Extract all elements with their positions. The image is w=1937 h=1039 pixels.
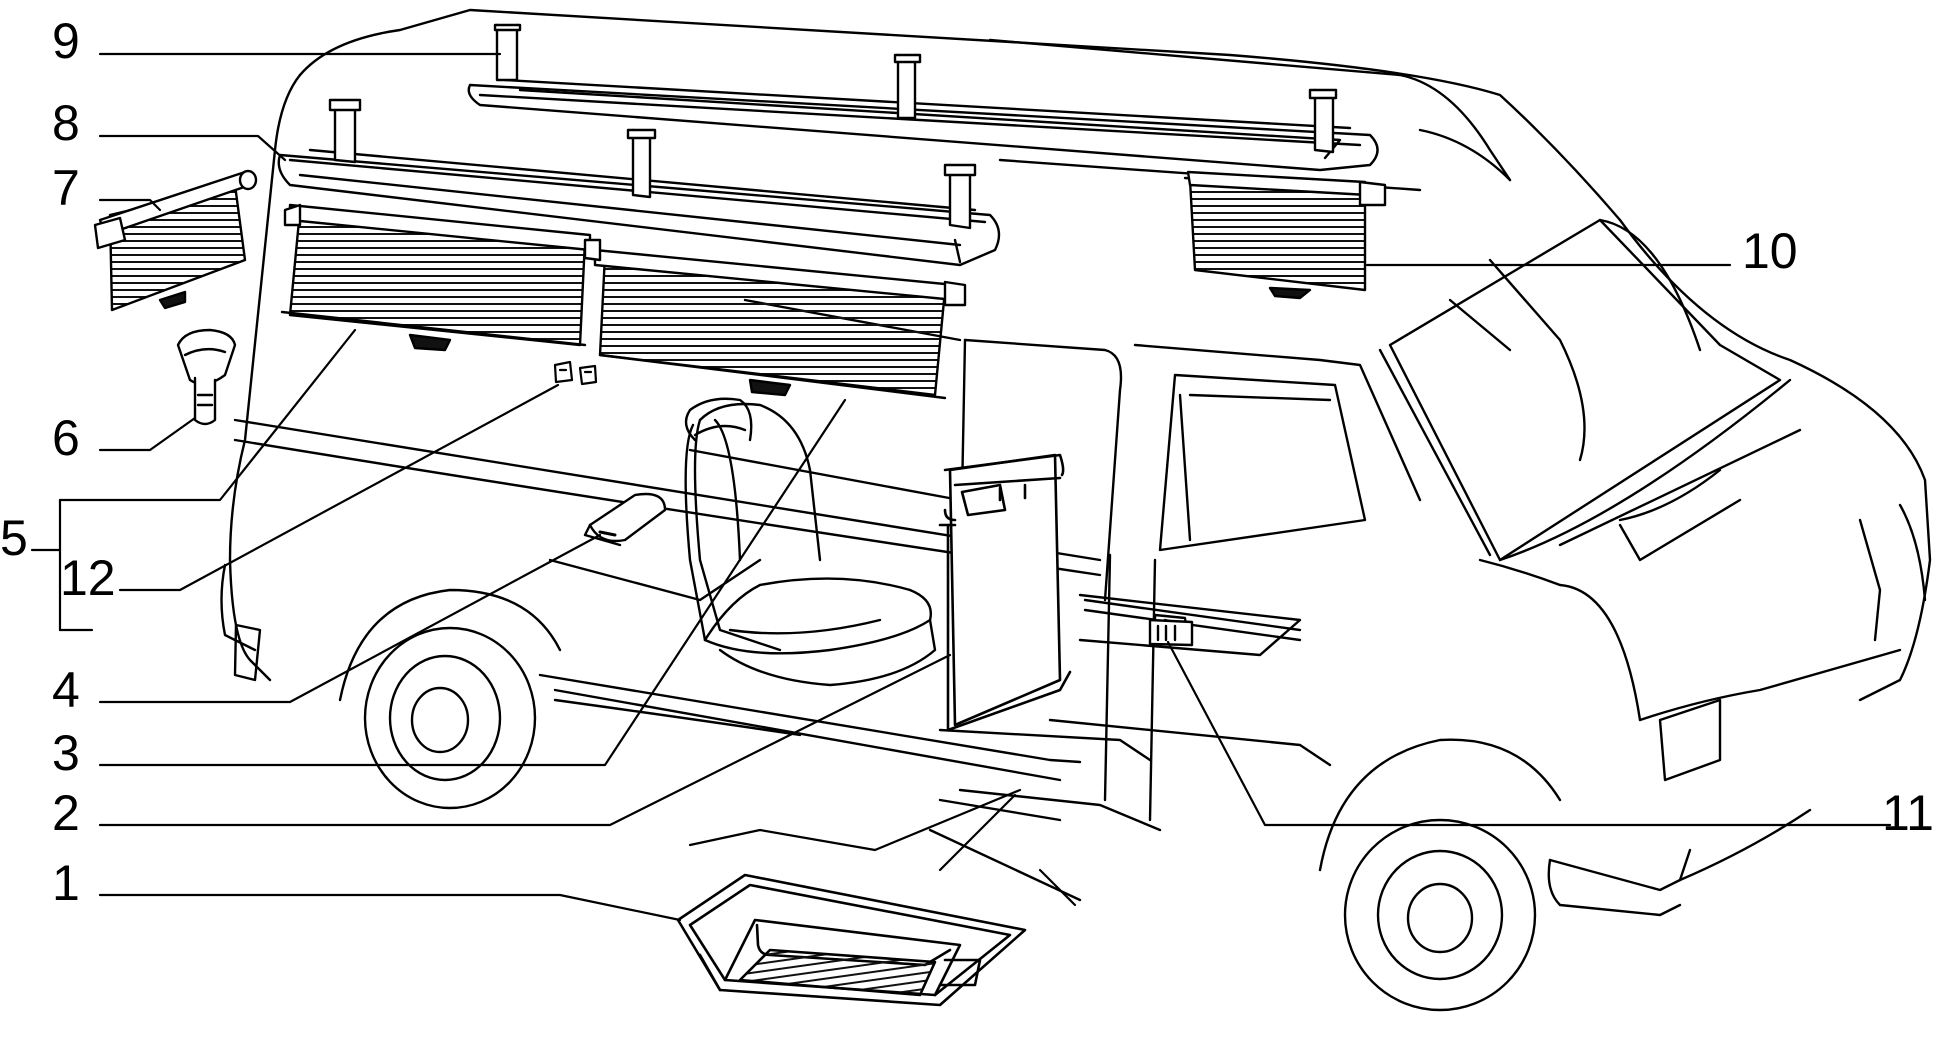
- floor-tray: [676, 873, 1027, 1007]
- roller-blind-group: [280, 203, 967, 400]
- leader-lines: [30, 52, 1892, 922]
- callout-11: 11: [1882, 785, 1934, 841]
- callout-1: 1: [52, 855, 80, 911]
- callout-9: 9: [52, 13, 80, 69]
- callout-labels: 9 8 7 6 5 12 4 3 2 1 10 11: [0, 13, 1934, 911]
- floor-mat: [938, 453, 1072, 732]
- van-body: [220, 8, 1932, 1012]
- callout-10: 10: [1742, 223, 1798, 279]
- roof-rail-rear: [467, 23, 1379, 172]
- roof-rail-front: [277, 98, 1001, 267]
- callout-8: 8: [52, 95, 80, 151]
- small-roller-blind: [93, 169, 258, 312]
- callout-4: 4: [52, 662, 80, 718]
- callout-7: 7: [52, 160, 80, 216]
- blind-clips: [553, 360, 598, 386]
- callout-2: 2: [52, 785, 80, 841]
- callout-3: 3: [52, 725, 80, 781]
- door-switch: [1148, 618, 1194, 647]
- callout-5: 5: [0, 510, 28, 566]
- gear-knob: [176, 328, 237, 426]
- callout-6: 6: [52, 410, 80, 466]
- seat: [684, 397, 937, 687]
- callout-12: 12: [60, 550, 116, 606]
- rear-roller-blind: [1183, 170, 1387, 300]
